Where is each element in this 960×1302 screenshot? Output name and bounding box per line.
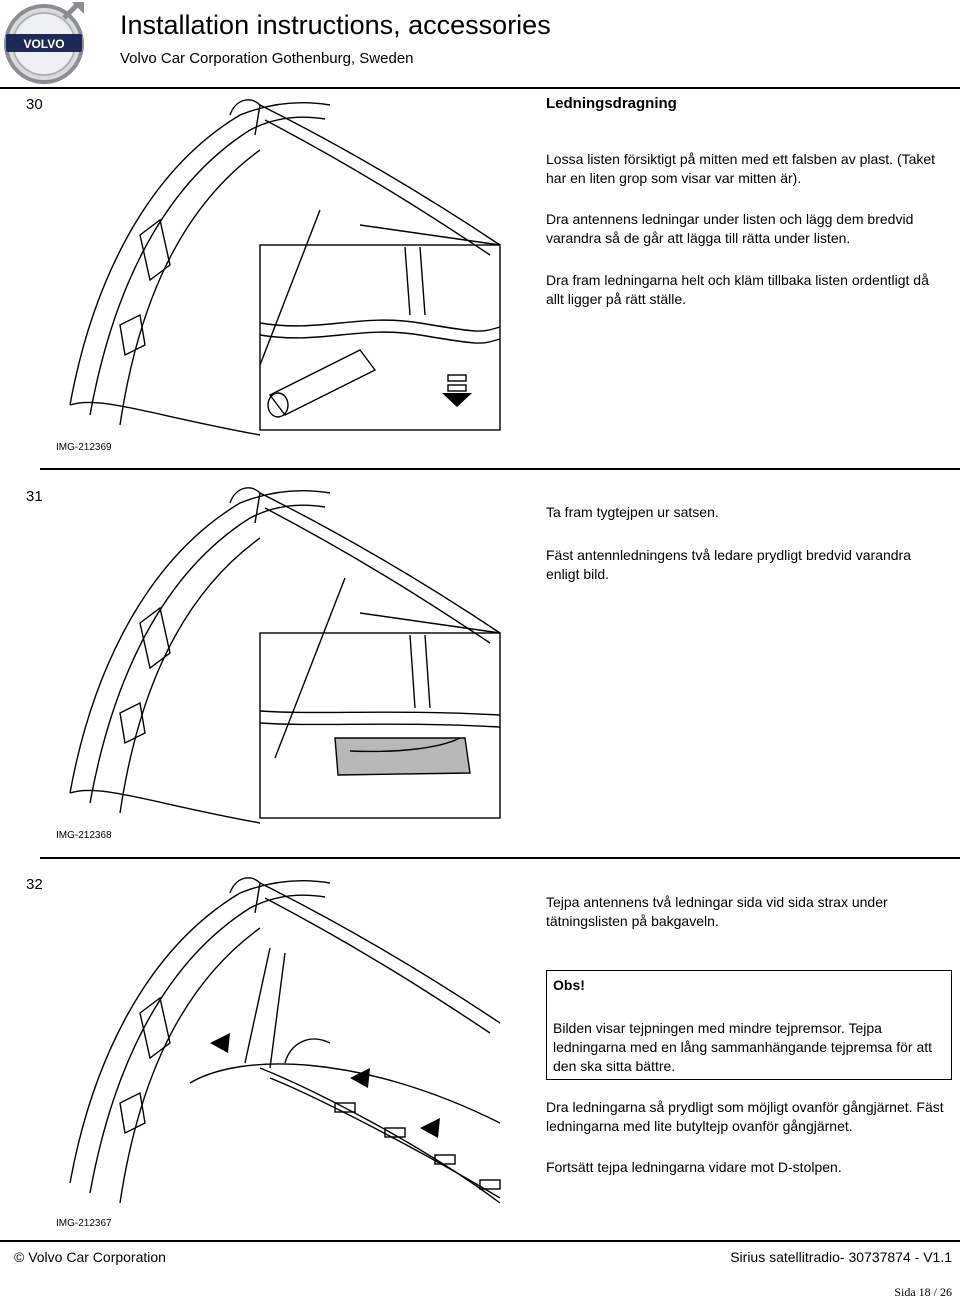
step-paragraph: Tejpa antennens två ledningar sida vid s… <box>546 894 888 929</box>
step-number: 31 <box>26 488 43 505</box>
logo-text: VOLVO <box>23 37 64 51</box>
step-paragraph: Fortsätt tejpa ledningarna vidare mot D-… <box>546 1159 842 1175</box>
note-heading: Obs! <box>553 977 585 993</box>
image-reference: IMG-212369 <box>56 442 112 453</box>
footer-copyright: © Volvo Car Corporation <box>14 1249 166 1265</box>
image-reference: IMG-212368 <box>56 830 112 841</box>
note-box <box>546 970 952 1080</box>
step-divider <box>40 468 960 470</box>
step-number: 32 <box>26 876 43 893</box>
image-reference: IMG-212367 <box>56 1218 112 1229</box>
step-paragraph: Fäst antennledningens två ledare prydlig… <box>546 547 912 582</box>
step-title: Ledningsdragning <box>546 95 677 112</box>
step-paragraph: Dra fram ledningarna helt och kläm tillb… <box>546 272 929 307</box>
step-paragraph: Lossa listen försiktigt på mitten med et… <box>546 151 936 186</box>
document-subtitle: Volvo Car Corporation Gothenburg, Sweden <box>120 50 414 67</box>
page-number: Sida 18 / 26 <box>894 1285 952 1299</box>
document-title: Installation instructions, accessories <box>120 10 551 40</box>
step-paragraph: Dra antennens ledningar under listen och… <box>546 211 914 246</box>
step-divider <box>40 857 960 859</box>
volvo-logo: VOLVO <box>0 0 88 88</box>
footer-document-id: Sirius satellitradio- 30737874 - V1.1 <box>730 1249 952 1265</box>
illustration-cloth-tape <box>69 487 501 824</box>
step-paragraph: Dra ledningarna så prydligt som möjligt … <box>546 1099 944 1134</box>
illustration-tape-along-seal <box>69 877 501 1204</box>
step-number: 30 <box>26 96 43 113</box>
step-paragraph: Ta fram tygtejpen ur satsen. <box>546 504 719 520</box>
footer-divider <box>0 1240 960 1242</box>
header-divider <box>0 87 960 89</box>
note-text: Bilden visar tejpningen med mindre tejpr… <box>553 1020 933 1074</box>
illustration-cable-under-trim <box>69 99 501 436</box>
